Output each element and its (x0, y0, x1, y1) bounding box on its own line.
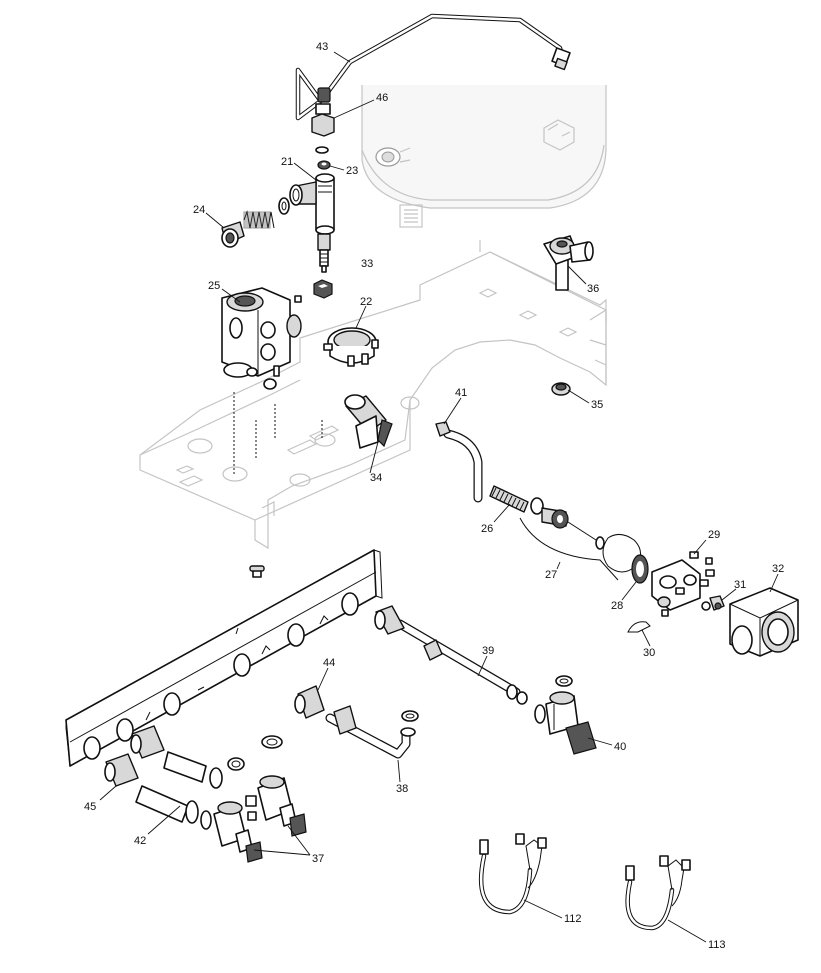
wire-harness-112 (478, 833, 547, 915)
grommet-35 (551, 382, 571, 396)
label-26: 26 (481, 523, 493, 535)
spring-24 (243, 210, 275, 229)
cover-32 (729, 587, 799, 657)
chassis-screw (249, 565, 265, 578)
label-112: 112 (564, 913, 582, 925)
label-39: 39 (482, 645, 494, 657)
label-46: 46 (376, 92, 388, 104)
burner-assembly-27 (519, 497, 641, 581)
sensor-stem (317, 233, 331, 273)
label-22: 22 (360, 296, 372, 308)
adapter-45 (104, 753, 139, 787)
label-31: 31 (734, 579, 746, 591)
sensor-34 (344, 394, 393, 449)
leader-lines (99, 51, 779, 943)
label-27: 27 (545, 569, 557, 581)
label-25: 25 (208, 280, 220, 292)
label-21: 21 (281, 156, 293, 168)
elbow-valve-36 (543, 235, 594, 291)
label-30: 30 (643, 647, 655, 659)
burner-spring-26 (489, 485, 529, 513)
washer-small (278, 197, 290, 215)
burner-head-28 (631, 554, 649, 584)
burner-plate-29 (651, 551, 715, 617)
label-41: 41 (455, 387, 467, 399)
pipe-39 (374, 605, 528, 705)
background-chassis-plate (139, 240, 607, 550)
label-37: 37 (312, 853, 324, 865)
cap-24 (221, 221, 245, 248)
tee-fitting-21 (289, 173, 335, 235)
label-33: 33 (361, 258, 373, 270)
adapter-44 (294, 685, 325, 719)
label-24: 24 (193, 204, 205, 216)
pilot-tube-41 (435, 421, 483, 503)
wire-harness-113 (625, 855, 691, 931)
label-44: 44 (323, 657, 335, 669)
washer-loose (227, 675, 573, 771)
label-45: 45 (84, 801, 96, 813)
background-tank-outline (361, 85, 607, 228)
pressure-switch-22 (323, 327, 379, 367)
label-43: 43 (316, 41, 328, 53)
service-valve-40 (534, 691, 597, 755)
part-labels: 43 46 21 23 24 33 36 25 22 41 35 34 26 2… (84, 41, 784, 951)
pipe-42 (135, 785, 212, 830)
label-42: 42 (134, 835, 146, 847)
label-28: 28 (611, 600, 623, 612)
label-23: 23 (346, 165, 358, 177)
label-40: 40 (614, 741, 626, 753)
label-29: 29 (708, 529, 720, 541)
ball-valve-37a (213, 801, 263, 863)
label-113: 113 (708, 939, 726, 951)
label-32: 32 (772, 563, 784, 575)
adapter-left-upper (130, 725, 223, 789)
nut-31 (701, 595, 725, 611)
label-34: 34 (370, 472, 382, 484)
label-36: 36 (587, 283, 599, 295)
washer-23 (317, 160, 331, 170)
part-33-block (313, 279, 333, 299)
mounting-rail (65, 549, 383, 767)
ball-valve-37b (245, 775, 307, 837)
label-38: 38 (396, 783, 408, 795)
gas-valve-body-25 (221, 287, 302, 390)
label-35: 35 (591, 399, 603, 411)
background-tank-fitting (375, 147, 411, 167)
igniter-30 (627, 621, 651, 633)
union-nut-46 (311, 103, 335, 154)
mounting-guide-lines (233, 392, 323, 475)
bent-pipe-38 (325, 705, 416, 759)
